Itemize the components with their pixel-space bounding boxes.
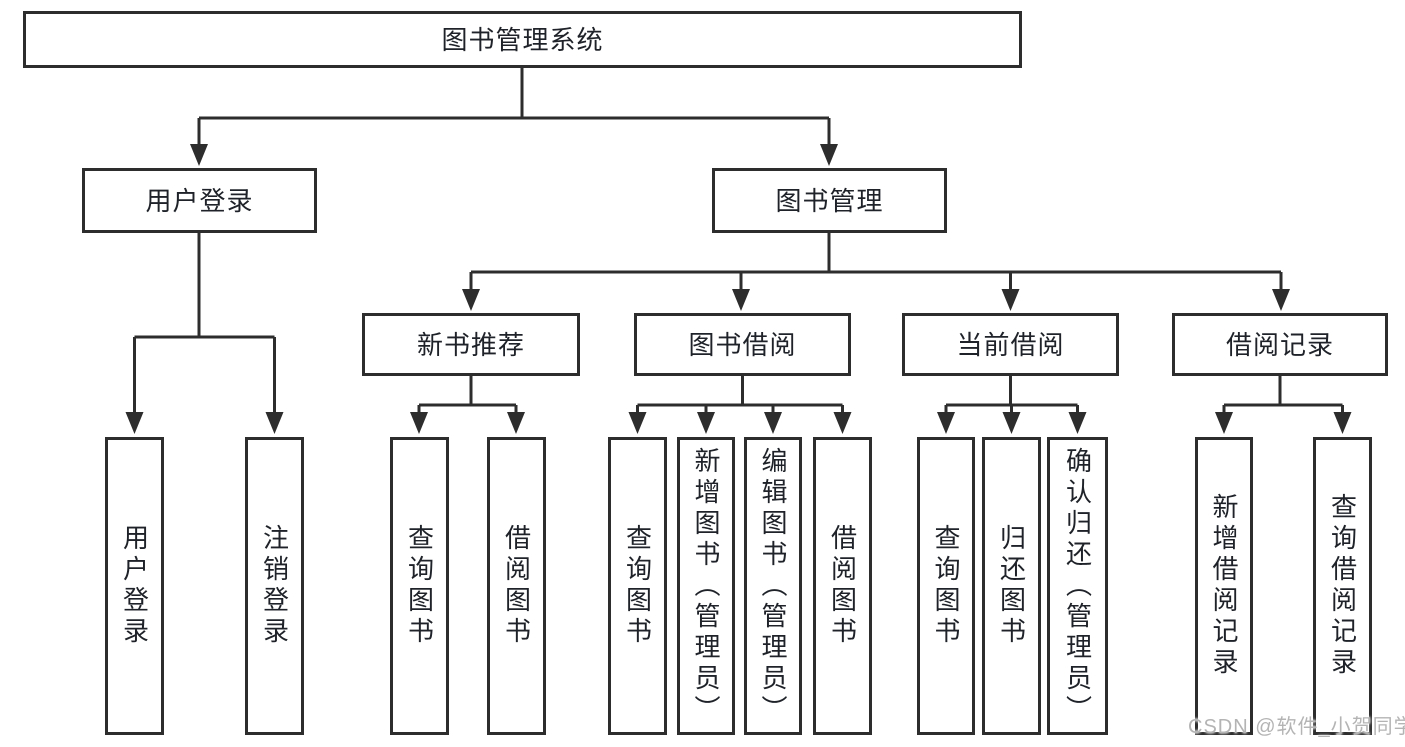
leaf-label: 确认归还（管理员） [1062, 446, 1093, 726]
leaf-user-login: 用户登录 [105, 437, 164, 735]
tree-edges [133, 68, 1344, 414]
node-current-borrowing: 当前借阅 [902, 313, 1119, 376]
leaf-query-book-1: 查询图书 [390, 437, 449, 735]
leaf-label: 用户登录 [119, 524, 150, 648]
leaf-confirm-return-admin: 确认归还（管理员） [1047, 437, 1108, 735]
leaf-query-borrow-record: 查询借阅记录 [1313, 437, 1372, 735]
leaf-logout: 注销登录 [245, 437, 304, 735]
leaf-label: 查询借阅记录 [1327, 493, 1358, 679]
leaf-query-book-3: 查询图书 [917, 437, 975, 735]
leaf-label: 新增图书（管理员） [691, 446, 721, 726]
leaf-label: 借阅图书 [827, 524, 858, 648]
leaf-query-book-2: 查询图书 [608, 437, 667, 735]
node-book-borrowing: 图书借阅 [634, 313, 851, 376]
leaf-label: 新增借阅记录 [1209, 493, 1239, 679]
leaf-label: 注销登录 [259, 524, 290, 648]
node-borrow-records: 借阅记录 [1172, 313, 1388, 376]
leaf-borrow-book-2: 借阅图书 [813, 437, 872, 735]
leaf-label: 查询图书 [622, 524, 653, 648]
node-new-book-recommend: 新书推荐 [362, 313, 580, 376]
leaf-label: 归还图书 [996, 524, 1027, 648]
leaf-label: 编辑图书（管理员） [758, 446, 788, 726]
leaf-add-book-admin: 新增图书（管理员） [677, 437, 735, 735]
csdn-watermark: CSDN @软件_小贺同学 [1188, 716, 1405, 738]
leaf-add-borrow-record: 新增借阅记录 [1195, 437, 1253, 735]
arrowheads [125, 144, 1352, 434]
leaf-label: 查询图书 [404, 524, 435, 648]
leaf-return-book: 归还图书 [982, 437, 1041, 735]
node-user-login: 用户登录 [82, 168, 317, 233]
node-book-management: 图书管理 [712, 168, 947, 233]
leaf-borrow-book-1: 借阅图书 [487, 437, 546, 735]
leaf-label: 借阅图书 [501, 524, 532, 648]
node-root: 图书管理系统 [23, 11, 1022, 68]
leaf-label: 查询图书 [931, 524, 961, 648]
leaf-edit-book-admin: 编辑图书（管理员） [744, 437, 802, 735]
